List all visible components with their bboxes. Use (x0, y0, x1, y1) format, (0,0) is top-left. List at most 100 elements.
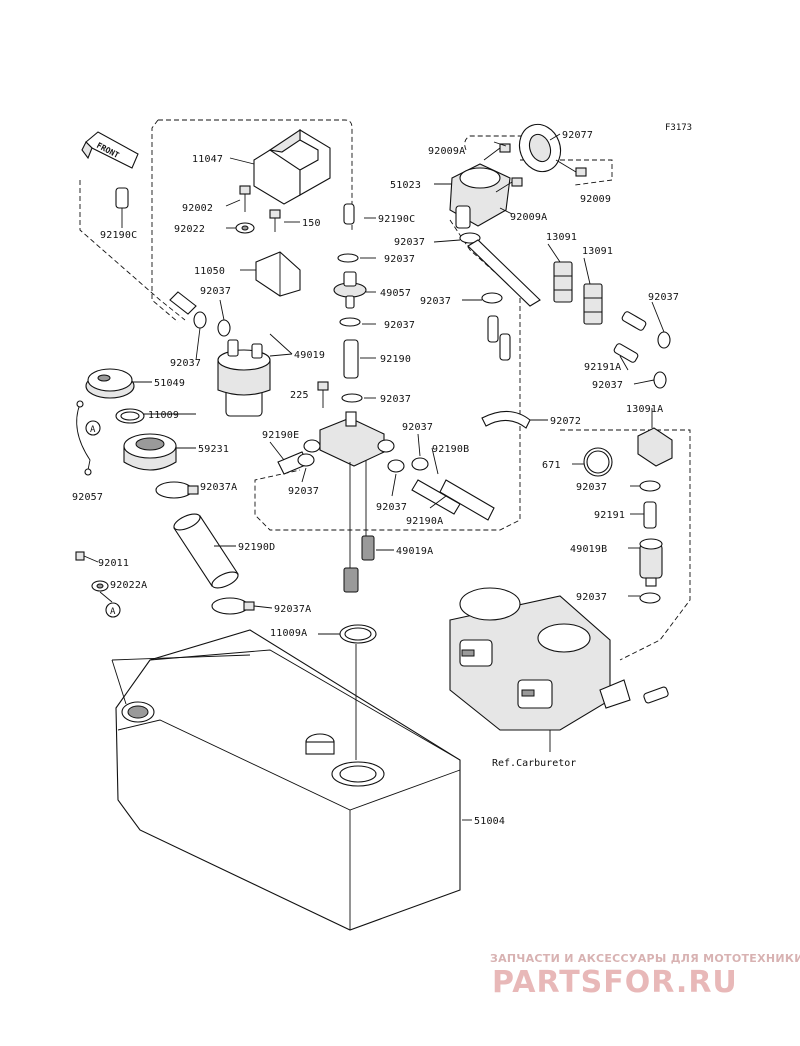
part-92009A-screw-top (483, 143, 511, 161)
part-92057-strap: A (76, 400, 101, 476)
part-49057-strainer (333, 271, 367, 309)
part-51023-fuel-pump (449, 163, 511, 229)
label-13091-a: 13091 (546, 232, 577, 243)
label-92190D: 92190D (238, 542, 275, 553)
part-92037-valve-clip (297, 453, 315, 467)
part-92022-washer (235, 222, 255, 234)
label-51004: 51004 (474, 816, 505, 827)
label-11009A: 11009A (270, 628, 307, 639)
ref-carburetor-label: Ref.Carburetor (492, 758, 576, 769)
watermark-subtitle: ЗАПЧАСТИ И АКСЕССУАРЫ ДЛЯ МОТОТЕХНИКИ (490, 952, 800, 965)
label-92037-left2: 92037 (170, 358, 201, 369)
dashed-group-outline-right (254, 135, 536, 531)
label-92190: 92190 (380, 354, 411, 365)
svg-text:A: A (90, 425, 96, 435)
label-92037A-low: 92037A (274, 604, 311, 615)
part-92009A-screw-mid (495, 177, 523, 193)
label-11009: 11009 (148, 410, 179, 421)
label-59231: 59231 (198, 444, 229, 455)
label-671: 671 (542, 460, 561, 471)
label-92009A-mid: 92009A (510, 212, 547, 223)
marker-a-top (85, 420, 101, 436)
part-11050-bracket (255, 251, 301, 297)
part-13091A-bracket (637, 427, 673, 467)
part-92190A-hose (439, 479, 495, 521)
marker-a-low (105, 602, 121, 618)
part-92191-hose (643, 501, 657, 529)
label-92191A: 92191A (584, 362, 621, 373)
label-92190C-left: 92190C (100, 230, 137, 241)
label-92037-right4: 92037 (576, 592, 607, 603)
label-92037-right2: 92037 (592, 380, 623, 391)
label-92037-mid3: 92037 (380, 394, 411, 405)
label-49019B: 49019B (570, 544, 607, 555)
part-11047-bracket (253, 128, 331, 205)
part-92011-screw (75, 551, 99, 563)
label-92037-far: 92037 (648, 292, 679, 303)
dashed-group-outline-carb (520, 159, 691, 661)
label-13091-b: 13091 (582, 246, 613, 257)
label-11047: 11047 (192, 154, 223, 165)
label-92022A: 92022A (110, 580, 147, 591)
label-92022: 92022 (174, 224, 205, 235)
part-pump-outlet-hose (467, 239, 541, 307)
dashed-group-outline-front (79, 180, 186, 321)
part-92002-bolt (239, 185, 251, 212)
label-92002: 92002 (182, 203, 213, 214)
part-49019B-filter (639, 538, 663, 587)
label-92191: 92191 (594, 510, 625, 521)
part-92037-clip-7 (657, 331, 671, 349)
part-51004-fuel-tank (111, 629, 461, 931)
label-51049: 51049 (154, 378, 185, 389)
watermark: ЗАПЧАСТИ И АКСЕССУАРЫ ДЛЯ МОТОТЕХНИКИ PA… (490, 952, 800, 1000)
part-150-bolt (269, 209, 281, 232)
part-13091-hose-clamp-b (583, 283, 603, 325)
svg-text:A: A (110, 607, 116, 617)
part-92037-clip-4 (411, 457, 429, 471)
part-92037-clip-1 (337, 253, 359, 263)
part-carburetor-assembly (449, 587, 669, 752)
label-92011: 92011 (98, 558, 129, 569)
label-92077: 92077 (562, 130, 593, 141)
part-13091-hose-clamp-a (553, 261, 573, 303)
label-92009A-top: 92009A (428, 146, 465, 157)
label-11050: 11050 (194, 266, 225, 277)
label-92009: 92009 (580, 194, 611, 205)
label-92037-mid1: 92037 (384, 254, 415, 265)
part-225-screw (317, 381, 329, 408)
part-92037-clip-5 (387, 459, 405, 473)
label-92072: 92072 (550, 416, 581, 427)
front-arrow-icon: FRONT (81, 131, 139, 169)
label-13091A: 13091A (626, 404, 663, 415)
label-92037A-top: 92037A (200, 482, 237, 493)
label-49057: 49057 (380, 288, 411, 299)
label-92190B: 92190B (432, 444, 469, 455)
part-92037-clip-6 (481, 292, 503, 304)
part-short-hoses (487, 315, 511, 361)
label-49019A: 49019A (396, 546, 433, 557)
label-150: 150 (302, 218, 321, 229)
part-92037-clip-2 (339, 317, 361, 327)
part-92037-pump-clip (459, 232, 481, 244)
diagram-code: F3173 (665, 123, 692, 133)
part-49019A-pickup-tubes (343, 460, 375, 593)
part-92037A-clamp-top (155, 481, 199, 499)
label-92037-left: 92037 (200, 286, 231, 297)
label-92037-hose: 92037 (394, 237, 425, 248)
part-92037-clip-9 (639, 480, 661, 492)
part-92009-screw (555, 159, 587, 177)
watermark-title: PARTSFOR.RU (492, 965, 738, 1000)
part-92190C-left-hose (115, 187, 129, 228)
label-92037-right3: 92037 (576, 482, 607, 493)
part-92191A-hose (613, 311, 647, 363)
part-49019-fuel-filter (217, 339, 293, 417)
label-92190A: 92190A (406, 516, 443, 527)
label-92190C-right: 92190C (378, 214, 415, 225)
part-92190C-right-hose (343, 203, 355, 225)
part-92037A-clamp-low (211, 597, 255, 615)
part-92190-hose (343, 339, 359, 379)
label-92037-mid2: 92037 (384, 320, 415, 331)
label-51023: 51023 (390, 180, 421, 191)
leader-lines (144, 133, 665, 821)
